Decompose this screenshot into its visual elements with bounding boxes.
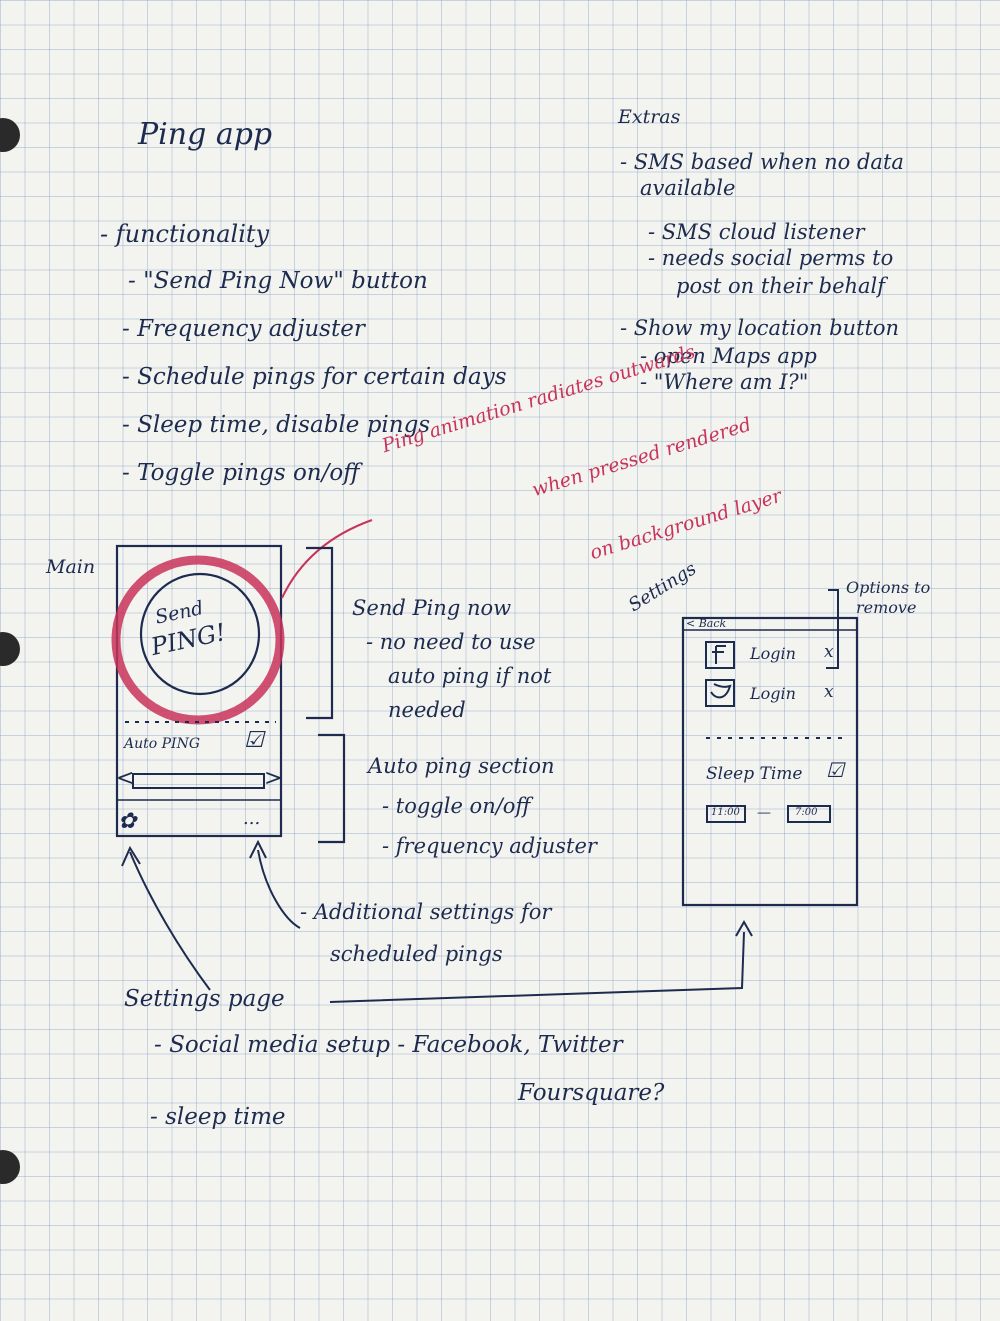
- settings-back-button[interactable]: < Back: [686, 617, 727, 630]
- functionality-item: - "Send Ping Now" button: [128, 268, 428, 294]
- extras-item: - Show my location button: [620, 316, 900, 340]
- gear-icon[interactable]: ✿: [118, 809, 137, 834]
- settings-page-item: Foursquare?: [518, 1080, 665, 1106]
- extras-item: - needs social perms to: [648, 246, 894, 270]
- facebook-remove-button[interactable]: x: [824, 642, 834, 662]
- settings-arrowhead: [121, 845, 141, 867]
- twitter-login-icon: [705, 679, 735, 707]
- main-phone-frame: [115, 544, 283, 838]
- twitter-remove-button[interactable]: x: [824, 682, 834, 702]
- sleep-time-dash: —: [757, 805, 771, 821]
- frequency-slider-track: [132, 773, 265, 789]
- auto-ping-note: - frequency adjuster: [382, 834, 597, 858]
- send-ping-note: auto ping if not: [388, 664, 552, 688]
- sleep-end-time[interactable]: 7:00: [795, 807, 818, 818]
- additional-arrowhead: [249, 839, 267, 859]
- options-note: Options to: [846, 578, 931, 597]
- sleep-end-time-box: [787, 805, 831, 823]
- additional-settings-note: scheduled pings: [330, 942, 503, 966]
- functionality-item: - Schedule pings for certain days: [122, 364, 507, 390]
- auto-ping-checkbox[interactable]: ☑: [244, 728, 264, 753]
- frequency-left-arrow[interactable]: <: [116, 766, 135, 791]
- main-label: Main: [46, 556, 96, 578]
- extras-item: - SMS cloud listener: [648, 220, 865, 244]
- additional-settings-note: - Additional settings for: [300, 900, 552, 924]
- page-title: Ping app: [138, 117, 273, 152]
- settings-page-heading: Settings page: [124, 986, 285, 1012]
- settings-page-item: - sleep time: [150, 1104, 286, 1130]
- annotation-curve: [281, 519, 373, 599]
- twitter-login-label[interactable]: Login: [750, 684, 796, 703]
- more-options-button[interactable]: ...: [243, 808, 261, 829]
- functionality-item: - Sleep time, disable pings: [122, 412, 431, 438]
- settings-page-item: - Social media setup - Facebook, Twitter: [154, 1032, 623, 1058]
- settings-page-line: [329, 931, 745, 1003]
- auto-ping-note: Auto ping section: [368, 754, 555, 778]
- additional-arrow: [257, 849, 301, 929]
- settings-arrow: [129, 851, 211, 991]
- send-ping-note: Send Ping now: [352, 596, 512, 620]
- extras-heading: Extras: [618, 106, 681, 128]
- functionality-heading: - functionality: [100, 220, 270, 248]
- extras-item: - SMS based when no data: [620, 150, 904, 174]
- send-ping-bracket: [306, 546, 334, 720]
- auto-ping-bracket: [318, 733, 346, 844]
- facebook-login-label[interactable]: Login: [750, 644, 796, 663]
- extras-item: available: [640, 176, 736, 200]
- frequency-right-arrow[interactable]: >: [264, 766, 283, 791]
- send-ping-button-outline: [139, 572, 261, 696]
- send-ping-note: - no need to use: [366, 630, 536, 654]
- sleep-time-checkbox[interactable]: ☑: [826, 758, 844, 782]
- sleep-start-time-box: [706, 805, 746, 823]
- options-note: remove: [856, 598, 917, 617]
- extras-item: - "Where am I?": [640, 370, 809, 394]
- binder-hole-top: [0, 118, 20, 152]
- send-ping-note: needed: [388, 698, 466, 722]
- functionality-item: - Toggle pings on/off: [122, 460, 360, 486]
- settings-phone-frame: [681, 616, 859, 907]
- options-bracket: [826, 589, 839, 669]
- ping-animation-ring: [111, 555, 285, 725]
- extras-item: - open Maps app: [640, 344, 817, 368]
- settings-page-arrowhead: [735, 919, 753, 937]
- functionality-item: - Frequency adjuster: [122, 316, 365, 342]
- sleep-time-label: Sleep Time: [706, 764, 803, 784]
- binder-hole-bottom: [0, 1150, 20, 1184]
- extras-item: post on their behalf: [676, 274, 886, 298]
- sleep-start-time[interactable]: 11:00: [711, 807, 740, 818]
- facebook-login-icon: [705, 641, 735, 669]
- binder-hole-middle: [0, 632, 20, 666]
- auto-ping-note: - toggle on/off: [382, 794, 531, 818]
- auto-ping-label: Auto PING: [124, 736, 201, 752]
